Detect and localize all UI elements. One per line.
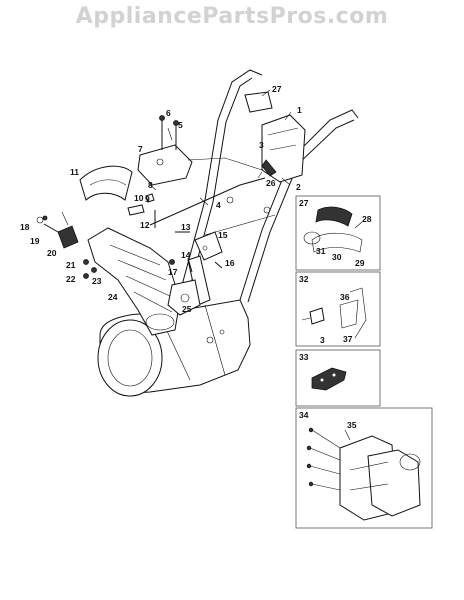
inset-33-title: 33 — [299, 352, 309, 362]
callout-labels: 1 2 3 4 5 6 7 8 9 10 11 12 13 14 15 16 1… — [20, 84, 302, 314]
callout-10: 10 — [134, 193, 144, 203]
callout-1: 1 — [297, 105, 302, 115]
inset-34-label-35: 35 — [347, 420, 357, 430]
callout-6: 6 — [166, 108, 171, 118]
inset-27-label-30: 30 — [332, 252, 342, 262]
gearbox — [167, 279, 201, 316]
discharge-chute — [87, 227, 181, 336]
inset-27-label-31: 31 — [316, 246, 326, 256]
control-panel-part — [261, 114, 306, 183]
callout-24: 24 — [108, 292, 118, 302]
watermark-text: AppliancePartsPros.com — [75, 4, 389, 29]
callout-3: 3 — [259, 140, 264, 150]
handle-bracket — [244, 91, 273, 113]
inset-34-title: 34 — [299, 410, 309, 420]
callout-27: 27 — [272, 84, 282, 94]
callout-18: 18 — [20, 222, 30, 232]
callout-5: 5 — [178, 120, 183, 130]
inset-32-title: 32 — [299, 274, 309, 284]
callout-9: 9 — [145, 194, 150, 204]
callout-14: 14 — [181, 250, 191, 260]
callout-8: 8 — [148, 180, 153, 190]
callout-19: 19 — [30, 236, 40, 246]
inset-32-label-37: 37 — [343, 334, 353, 344]
callout-23: 23 — [92, 276, 102, 286]
callout-21: 21 — [66, 260, 76, 270]
callout-13: 13 — [181, 222, 191, 232]
inset-32-label-36: 36 — [340, 292, 350, 302]
callout-26: 26 — [266, 178, 276, 188]
callout-20: 20 — [47, 248, 57, 258]
callout-7: 7 — [138, 144, 143, 154]
callout-25: 25 — [182, 304, 192, 314]
callout-22: 22 — [66, 274, 76, 284]
crank-gear — [57, 225, 79, 249]
auger-housing — [97, 299, 251, 397]
callout-4: 4 — [216, 200, 221, 210]
inset-27-label-28: 28 — [362, 214, 372, 224]
callout-2: 2 — [296, 182, 301, 192]
inset-27-label-29: 29 — [355, 258, 365, 268]
inset-27-title: 27 — [299, 198, 309, 208]
inset-32-label-3: 3 — [320, 335, 325, 345]
callout-11: 11 — [70, 167, 79, 177]
callout-15: 15 — [218, 230, 228, 240]
chute-deflector — [79, 165, 133, 201]
callout-12: 12 — [140, 220, 150, 230]
chute-cover — [137, 144, 193, 186]
callout-17: 17 — [168, 267, 178, 277]
inset-27: 27 28 29 30 31 — [295, 195, 381, 271]
callout-16: 16 — [225, 258, 235, 268]
inset-33: 33 — [295, 349, 381, 407]
inset-34: 34 35 — [295, 407, 433, 529]
inset-32: 32 36 3 37 — [295, 271, 381, 347]
bracket-plate — [194, 231, 223, 261]
